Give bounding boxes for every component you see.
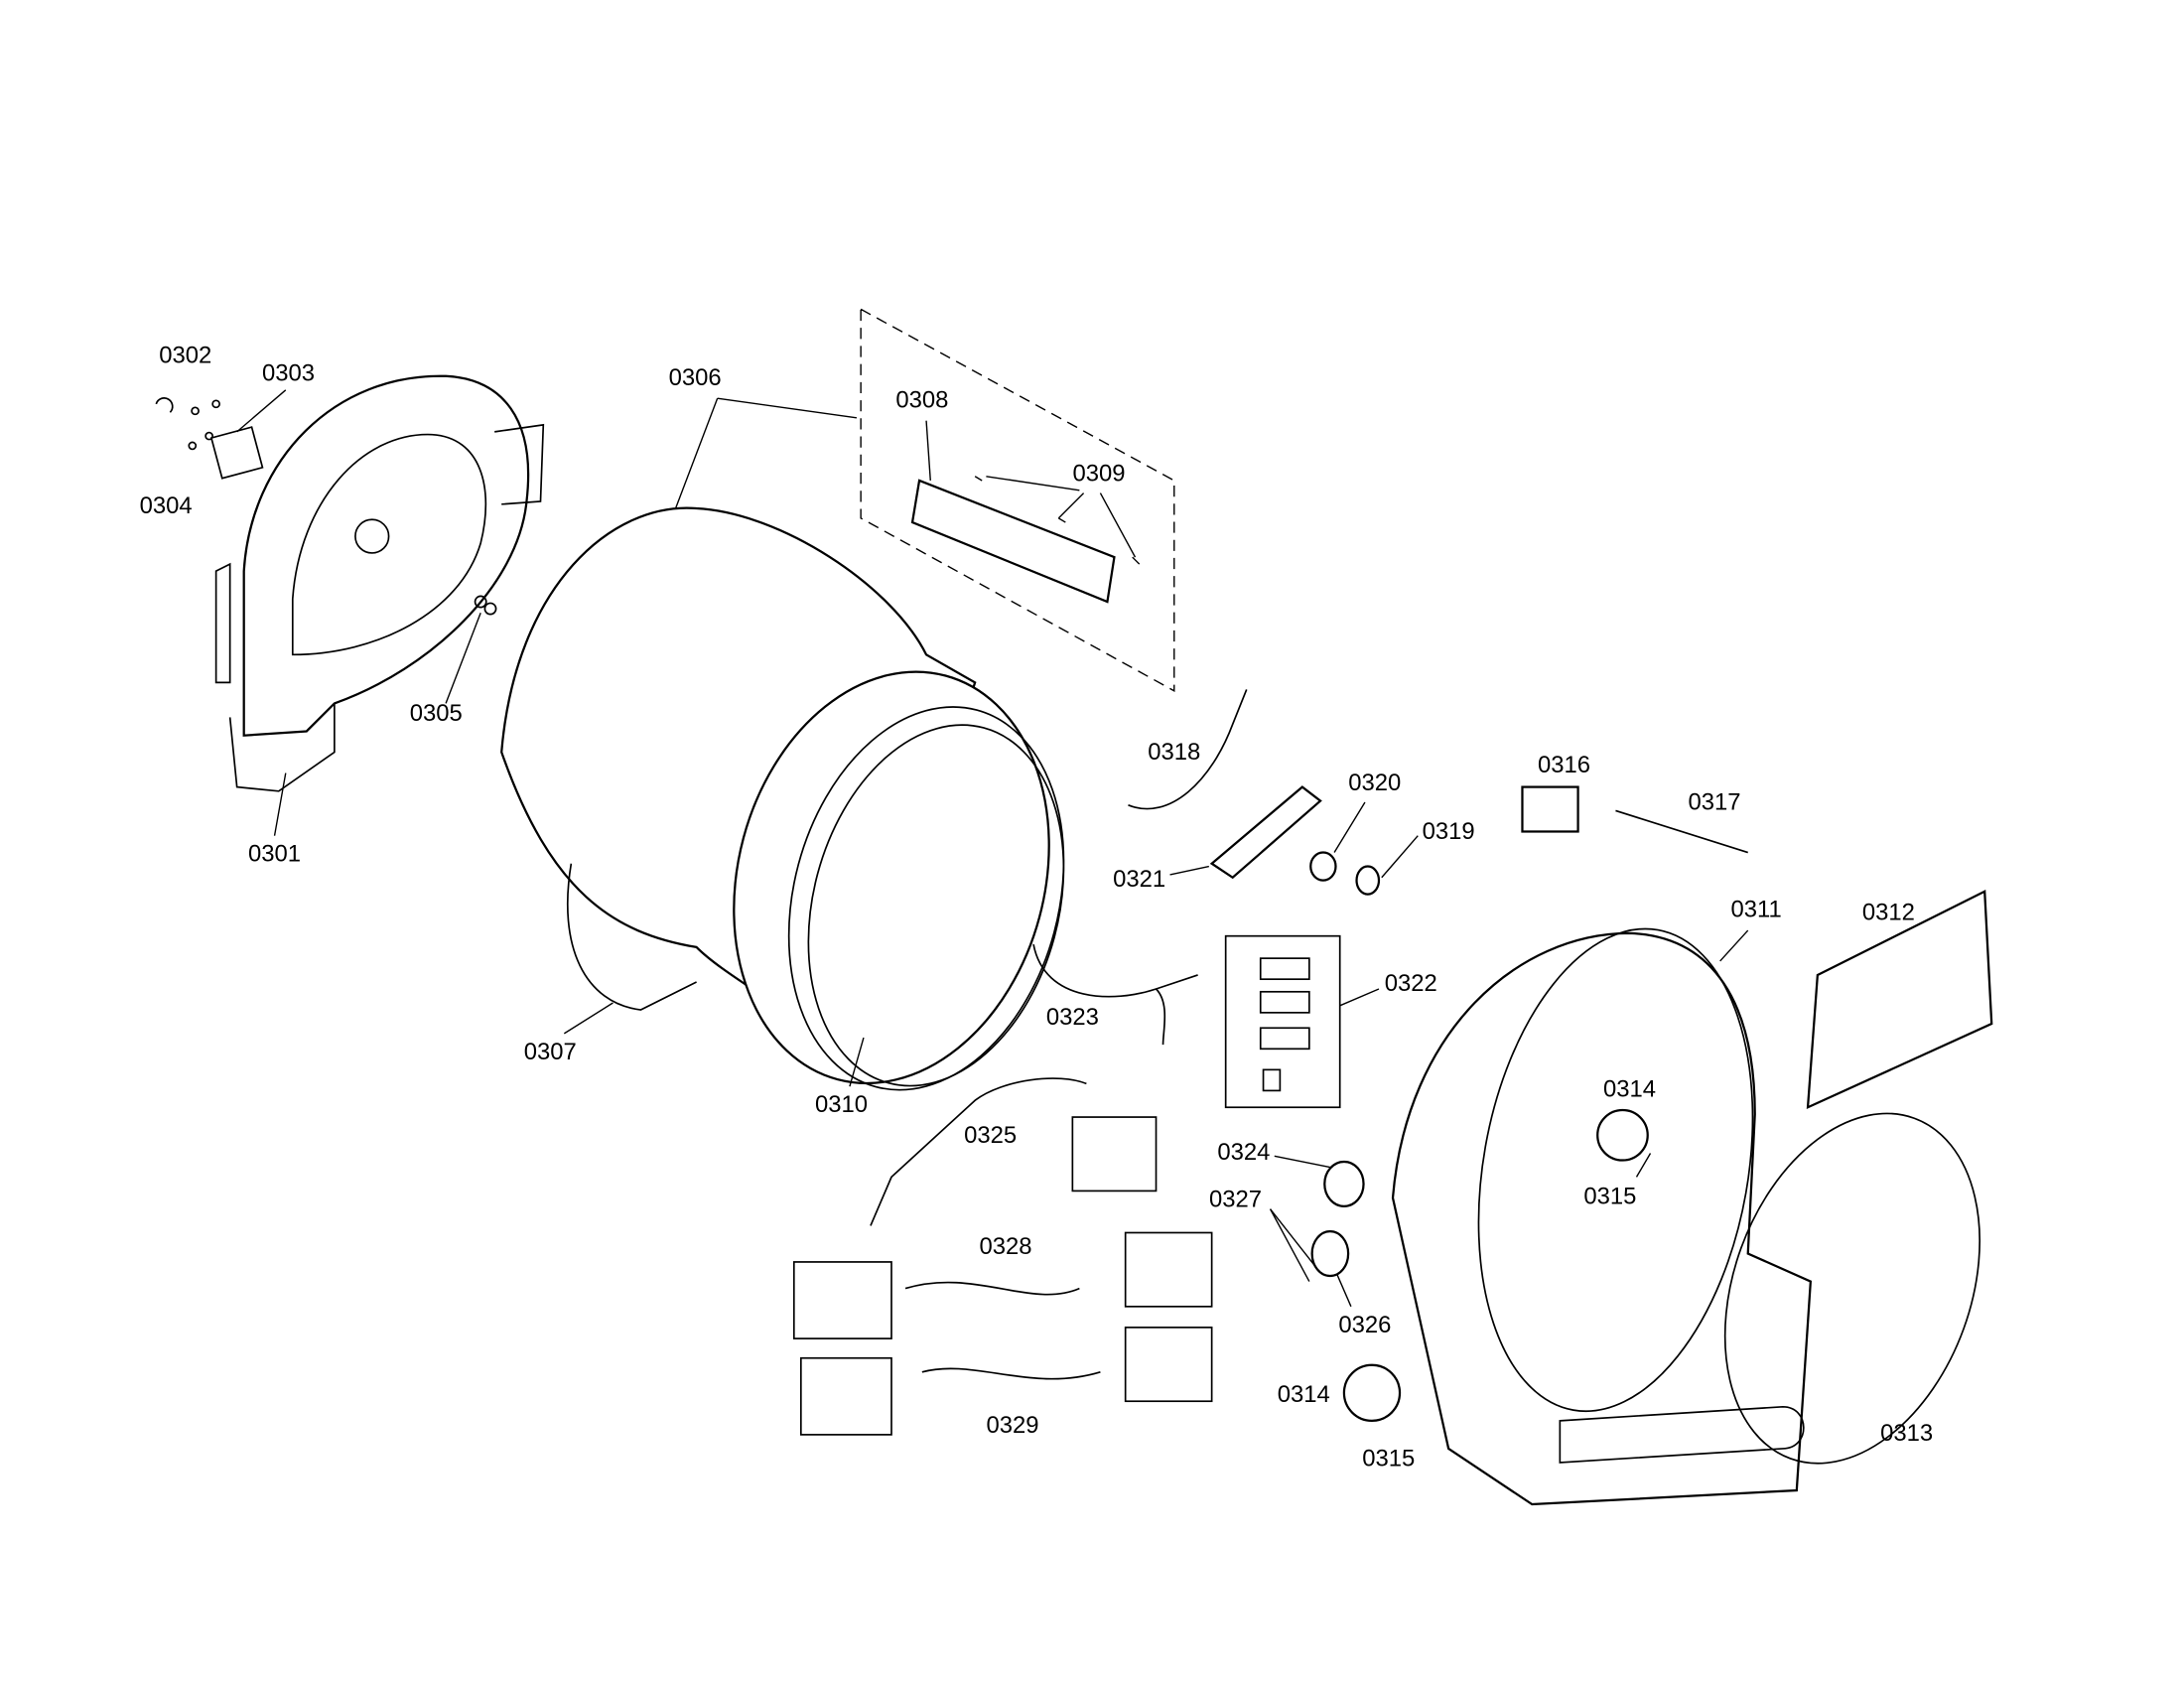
part-label: 0301 [248,841,301,868]
wire-0323 [1032,943,1198,1046]
part-label: 0312 [1862,900,1915,926]
part-label: 0317 [1689,789,1741,816]
wire-0318 [1128,689,1248,810]
part-label: 0318 [1148,739,1200,766]
part-label: 0323 [1046,1004,1099,1031]
part-label: 0324 [1217,1139,1270,1166]
baffle-assembly [860,308,1175,692]
box-0322 [1224,934,1341,1109]
part-label: 0311 [1731,897,1782,923]
belt-0313 [1723,1112,1981,1465]
part-label: 0315 [1362,1445,1415,1472]
part-label: 0325 [964,1122,1017,1149]
part-label: 0314 [1278,1381,1330,1408]
thermistor-0320 [1309,851,1337,882]
front-frame-part [1391,927,1813,1506]
box-0325 [1071,1116,1158,1193]
box-0328b [1124,1231,1213,1308]
part-label: 0329 [987,1412,1039,1439]
box-0329b [1124,1327,1213,1403]
box-0329a [799,1356,892,1436]
bracket-0321 [1209,785,1322,880]
part-label: 0316 [1538,752,1590,778]
part-labels: 0302 0303 0304 0305 0301 0306 0308 0309 … [140,342,1934,1472]
part-label: 0319 [1423,818,1475,845]
part-label: 0320 [1348,770,1401,796]
part-label: 0304 [140,492,193,519]
part-label: 0328 [980,1233,1032,1260]
wire-0317 [1615,809,1748,854]
part-label: 0315 [1583,1184,1636,1210]
part-label: 0302 [159,342,211,368]
roller-0314 [1342,1363,1402,1422]
part-label: 0308 [895,386,948,413]
part-label: 0327 [1209,1187,1262,1213]
part-label: 0305 [410,700,463,727]
part-label: 0309 [1073,461,1126,488]
bearing-parts [155,397,497,616]
part-label: 0314 [1603,1076,1656,1103]
lint-filter-0312 [1806,890,1993,1110]
part-0316 [1521,785,1579,833]
part-0319 [1355,865,1381,896]
part-label: 0321 [1113,866,1165,893]
box-0328a [792,1261,892,1339]
part-label: 0322 [1385,970,1437,997]
part-label: 0313 [1880,1420,1933,1447]
part-label: 0326 [1338,1312,1391,1338]
part-label: 0310 [815,1091,868,1118]
part-label: 0307 [524,1039,577,1065]
part-label: 0306 [669,364,722,391]
leader-lines [236,389,1749,1308]
wire-0325 [870,1077,1087,1226]
part-label: 0303 [262,360,315,387]
rear-bulkhead-part [214,374,545,792]
drum-part [500,506,1065,1091]
